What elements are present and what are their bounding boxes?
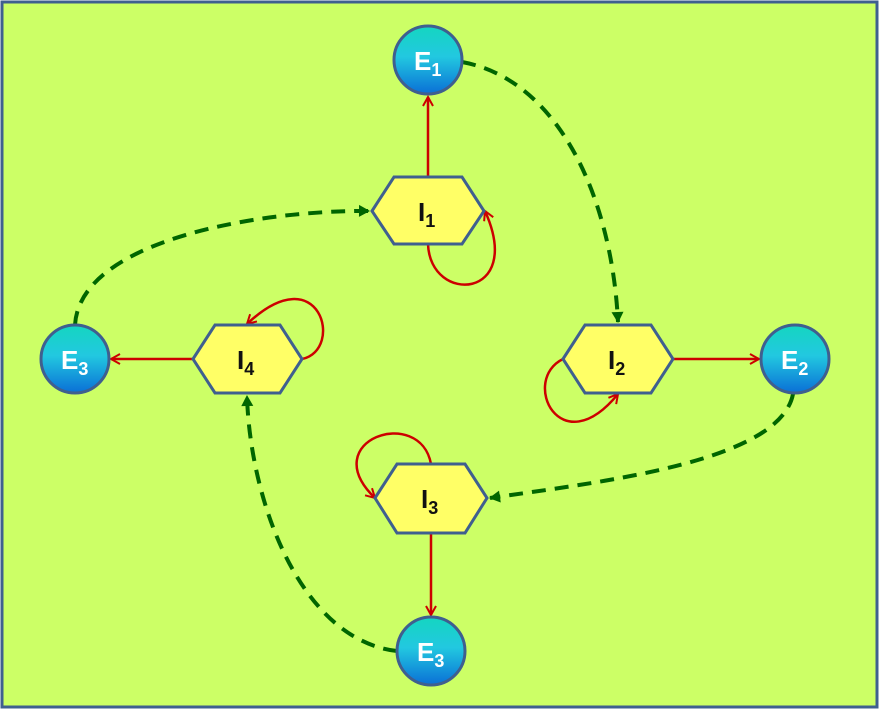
edge-e3-left-to-i1 — [73, 204, 370, 326]
edge-e1-to-i2 — [461, 60, 624, 323]
self-loop-i2 — [543, 357, 618, 423]
label-e3-left: E3 — [61, 345, 88, 379]
label-i2: I2 — [608, 345, 625, 379]
edge-e2-to-i3 — [489, 393, 795, 503]
label-e1: E1 — [414, 46, 441, 80]
label-i1: I1 — [418, 197, 435, 231]
self-loop-i3 — [355, 432, 433, 498]
self-loop-i4 — [247, 297, 325, 361]
label-i3: I3 — [421, 484, 438, 518]
node-e3-bottom — [395, 615, 467, 687]
edge-e3-bottom-to-i4 — [241, 395, 398, 653]
label-e3-bottom: E3 — [417, 637, 444, 671]
node-e3-left — [39, 323, 111, 395]
node-i2 — [561, 323, 675, 395]
label-e2: E2 — [781, 345, 808, 379]
self-loop-i1 — [426, 211, 497, 286]
node-e2 — [759, 323, 831, 395]
node-i4 — [191, 323, 304, 395]
node-i3 — [373, 462, 489, 535]
label-i4: I4 — [237, 345, 254, 379]
node-i1 — [370, 175, 486, 246]
node-e1 — [392, 24, 464, 96]
